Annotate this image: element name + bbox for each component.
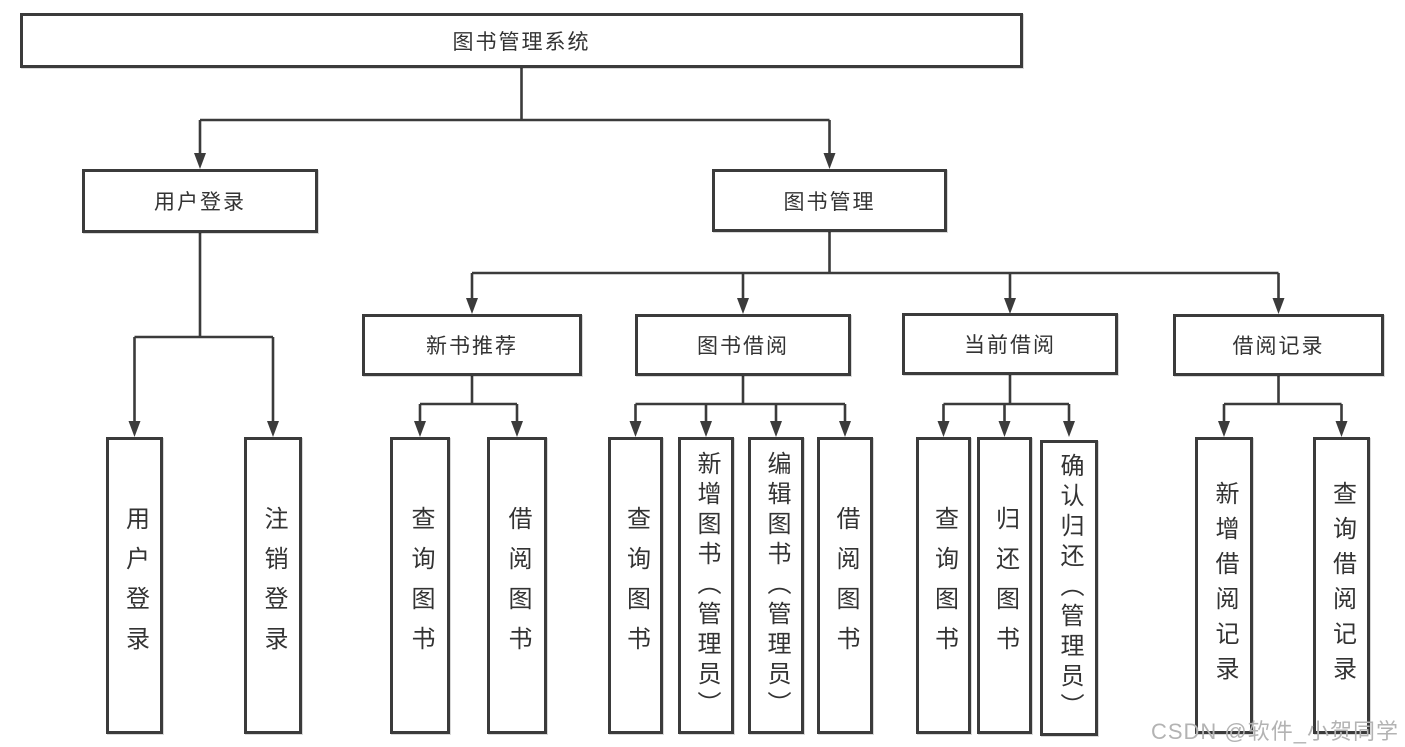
node-label: 图书管理 xyxy=(783,190,876,214)
node-label: 借阅记录 xyxy=(1232,335,1325,358)
leaf-query-books-current: 查询图书 xyxy=(916,437,971,734)
leaf-label: 用户登录 xyxy=(121,505,149,666)
leaf-query-borrowing-record: 查询借阅记录 xyxy=(1313,437,1370,734)
leaf-add-books-admin: 新增图书（管理员） xyxy=(678,437,734,734)
leaf-add-borrowing-record: 新增借阅记录 xyxy=(1195,437,1253,734)
leaf-label: 新增图书（管理员） xyxy=(693,450,720,721)
node-user-login: 用户登录 xyxy=(82,169,318,233)
node-current-borrowing: 当前借阅 xyxy=(902,313,1118,375)
leaf-edit-books-admin: 编辑图书（管理员） xyxy=(748,437,804,734)
leaf-label: 注销登录 xyxy=(260,505,287,666)
node-label: 新书推荐 xyxy=(426,335,518,358)
node-label: 用户登录 xyxy=(154,191,246,214)
leaf-query-books-recommend: 查询图书 xyxy=(390,437,450,734)
leaf-logout: 注销登录 xyxy=(244,437,302,734)
leaf-label: 借阅图书 xyxy=(504,505,531,666)
leaf-label: 归还图书 xyxy=(991,505,1019,666)
leaf-query-books-borrowing: 查询图书 xyxy=(608,437,663,734)
node-label: 图书管理系统 xyxy=(452,30,591,54)
leaf-label: 查询图书 xyxy=(930,505,958,666)
leaf-confirm-return-admin: 确认归还（管理员） xyxy=(1040,440,1098,736)
leaf-label: 查询图书 xyxy=(407,505,434,666)
leaf-label: 编辑图书（管理员） xyxy=(763,450,790,721)
leaf-label: 借阅图书 xyxy=(832,505,859,666)
leaf-label: 查询借阅记录 xyxy=(1328,480,1356,691)
leaf-borrow-books-recommend: 借阅图书 xyxy=(487,437,547,734)
node-book-borrowing: 图书借阅 xyxy=(635,314,851,376)
leaf-user-login: 用户登录 xyxy=(106,437,163,734)
node-library-management-system: 图书管理系统 xyxy=(20,13,1023,68)
leaf-borrow-books-borrowing: 借阅图书 xyxy=(817,437,873,734)
csdn-watermark: CSDN @软件_小贺同学 xyxy=(1150,719,1399,744)
arrowheads xyxy=(128,153,1348,437)
node-borrowing-records: 借阅记录 xyxy=(1173,314,1384,376)
leaf-label: 确认归还（管理员） xyxy=(1056,453,1083,723)
node-book-management: 图书管理 xyxy=(712,169,947,232)
node-new-book-recommendation: 新书推荐 xyxy=(362,314,582,376)
leaf-label: 新增借阅记录 xyxy=(1211,480,1238,691)
node-label: 当前借阅 xyxy=(964,334,1056,357)
leaf-return-books: 归还图书 xyxy=(977,437,1032,734)
node-label: 图书借阅 xyxy=(697,335,789,358)
leaf-label: 查询图书 xyxy=(622,505,650,666)
